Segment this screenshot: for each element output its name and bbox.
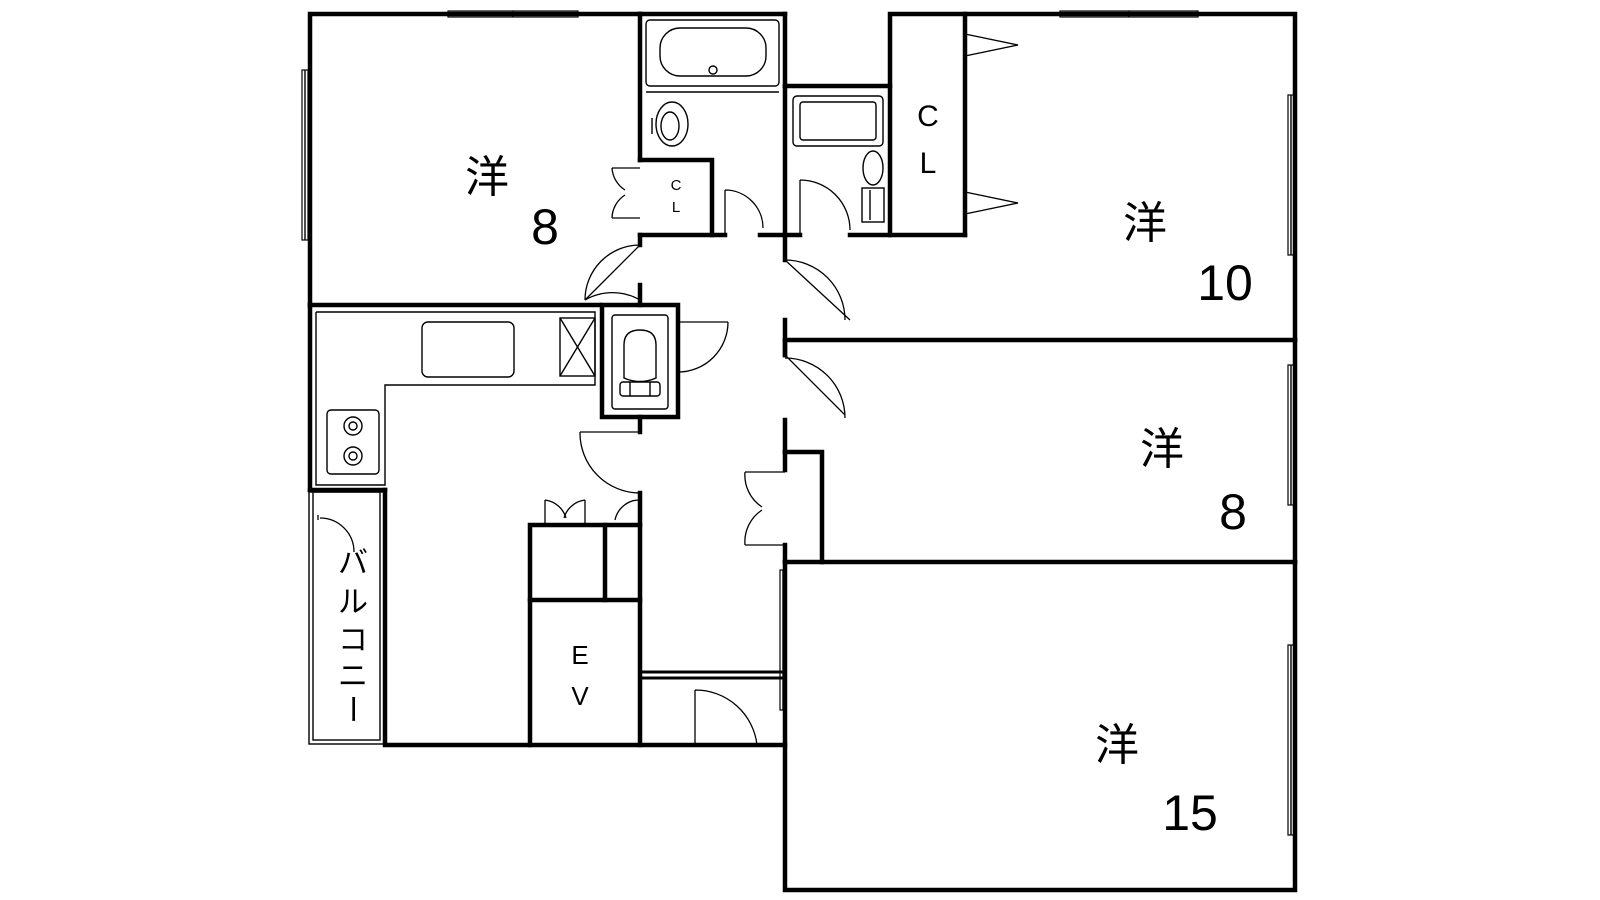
- elevator: E V: [571, 640, 589, 711]
- room-type-label: 洋: [1123, 198, 1167, 249]
- fixtures: [308, 19, 885, 745]
- closet-label-line1: C: [917, 100, 939, 133]
- room-western-8-lower: 洋 8: [1140, 424, 1247, 540]
- balcony-char: ニ: [338, 659, 368, 694]
- room-size-label: 10: [1197, 255, 1253, 311]
- elevator-label-line1: E: [571, 640, 588, 670]
- closet-label-line2: L: [672, 199, 680, 216]
- balcony-char: ル: [338, 585, 368, 620]
- room-size-label: 8: [1219, 484, 1247, 540]
- closet-small: C L: [671, 177, 682, 216]
- balcony-char: ー: [334, 694, 369, 724]
- windows: [301, 10, 1295, 836]
- doors: [317, 33, 1019, 746]
- closet-label-line2: L: [920, 147, 937, 180]
- room-size-label: 8: [531, 199, 559, 255]
- room-type-label: 洋: [1140, 424, 1184, 475]
- room-western-15: 洋 15: [1095, 720, 1218, 841]
- closet-large: C L: [917, 100, 939, 180]
- room-western-8-upper: 洋 8: [465, 152, 559, 255]
- elevator-label-line2: V: [571, 681, 589, 711]
- room-western-10: 洋 10: [1123, 198, 1253, 311]
- room-type-label: 洋: [1095, 720, 1139, 771]
- balcony-char: コ: [338, 623, 368, 658]
- walls: [307, 11, 1298, 893]
- room-type-label: 洋: [465, 152, 509, 203]
- room-size-label: 15: [1162, 785, 1218, 841]
- balcony-char: バ: [338, 546, 368, 581]
- balcony: バ ル コ ニ ー: [334, 546, 369, 724]
- closet-label-line1: C: [671, 177, 682, 194]
